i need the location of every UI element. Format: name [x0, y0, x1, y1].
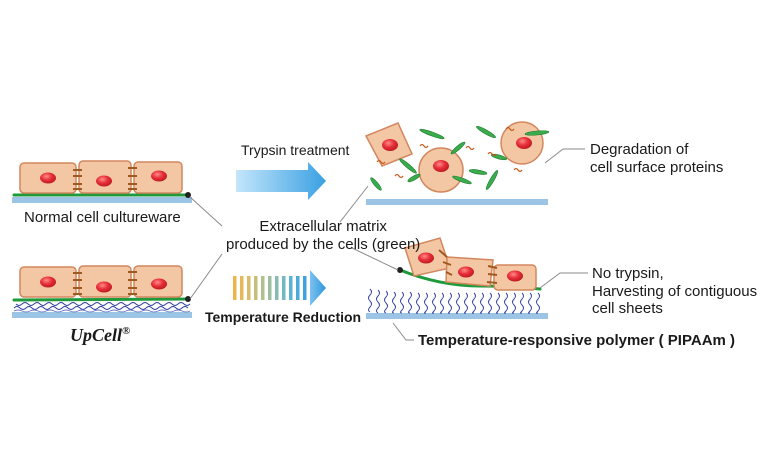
- normal-cell-layer: [19, 160, 183, 194]
- no-trypsin-label-line3: cell sheets: [592, 300, 663, 318]
- trypsin-dish: [366, 199, 548, 205]
- trypsin-arrow-icon: [236, 162, 326, 200]
- cell: [364, 122, 414, 167]
- ecm-label-line1: Extracellular matrix: [259, 218, 387, 235]
- normal-cultureware-label: Normal cell cultureware: [24, 209, 181, 226]
- normal-cultureware-dish: [12, 192, 192, 203]
- leader-ecm-sheet: [351, 247, 399, 271]
- cell: [493, 264, 537, 291]
- degraded-protein-fragments: [370, 125, 550, 191]
- detached-cells: [364, 121, 544, 193]
- degradation-label-line1: Degradation of: [590, 141, 689, 158]
- registered-mark: ®: [122, 325, 131, 337]
- upcell-brand-label: UpCell®: [70, 325, 130, 346]
- leader-no-trypsin: [539, 272, 588, 289]
- pipaam-extended-chains: [368, 288, 540, 314]
- protein-debris-squiggles: [376, 126, 523, 179]
- cell: [78, 160, 132, 194]
- leader-ecm-top-dish: [189, 196, 223, 227]
- polymer-label: Temperature-responsive polymer ( PIPAAm …: [418, 332, 736, 349]
- cell: [19, 162, 77, 194]
- cell-junctions: [73, 167, 137, 190]
- no-trypsin-label-line2: Harvesting of contiguous: [592, 282, 758, 300]
- cell-junctions: [438, 249, 498, 284]
- cell-junctions: [73, 271, 137, 295]
- cell: [133, 161, 183, 194]
- trypsin-treatment-label: Trypsin treatment: [241, 142, 350, 158]
- leader-polymer: [392, 322, 414, 341]
- no-trypsin-label: No trypsin, Harvesting of contiguous cel…: [592, 265, 757, 318]
- leader-degradation: [544, 148, 585, 164]
- degradation-label: Degradation of cell surface proteins: [590, 141, 723, 176]
- detached-cell-sheet: [397, 237, 542, 291]
- no-trypsin-label-line1: No trypsin,: [592, 265, 664, 282]
- ecm-label-line2: produced by the cells (green): [226, 235, 421, 253]
- ecm-label: Extracellular matrix produced by the cel…: [226, 218, 420, 253]
- upcell-dish: [12, 296, 192, 318]
- cell: [445, 256, 494, 287]
- upcell-cell-layer: [19, 265, 183, 298]
- leader-lines: [189, 148, 588, 341]
- degradation-label-line2: cell surface proteins: [590, 158, 724, 176]
- upcell-result-dish: [366, 288, 548, 319]
- cell: [418, 147, 464, 193]
- leader-ecm-trypsin: [339, 185, 369, 223]
- temperature-reduction-label: Temperature Reduction: [205, 309, 362, 325]
- cell: [133, 265, 183, 298]
- cell: [78, 265, 132, 298]
- pipaam-polymer-granules: [13, 302, 191, 313]
- upcell-brand-name: UpCell: [70, 325, 122, 345]
- temperature-arrow-icon: [233, 270, 326, 306]
- cell: [19, 266, 77, 298]
- leader-ecm-bottom-dish: [189, 253, 223, 300]
